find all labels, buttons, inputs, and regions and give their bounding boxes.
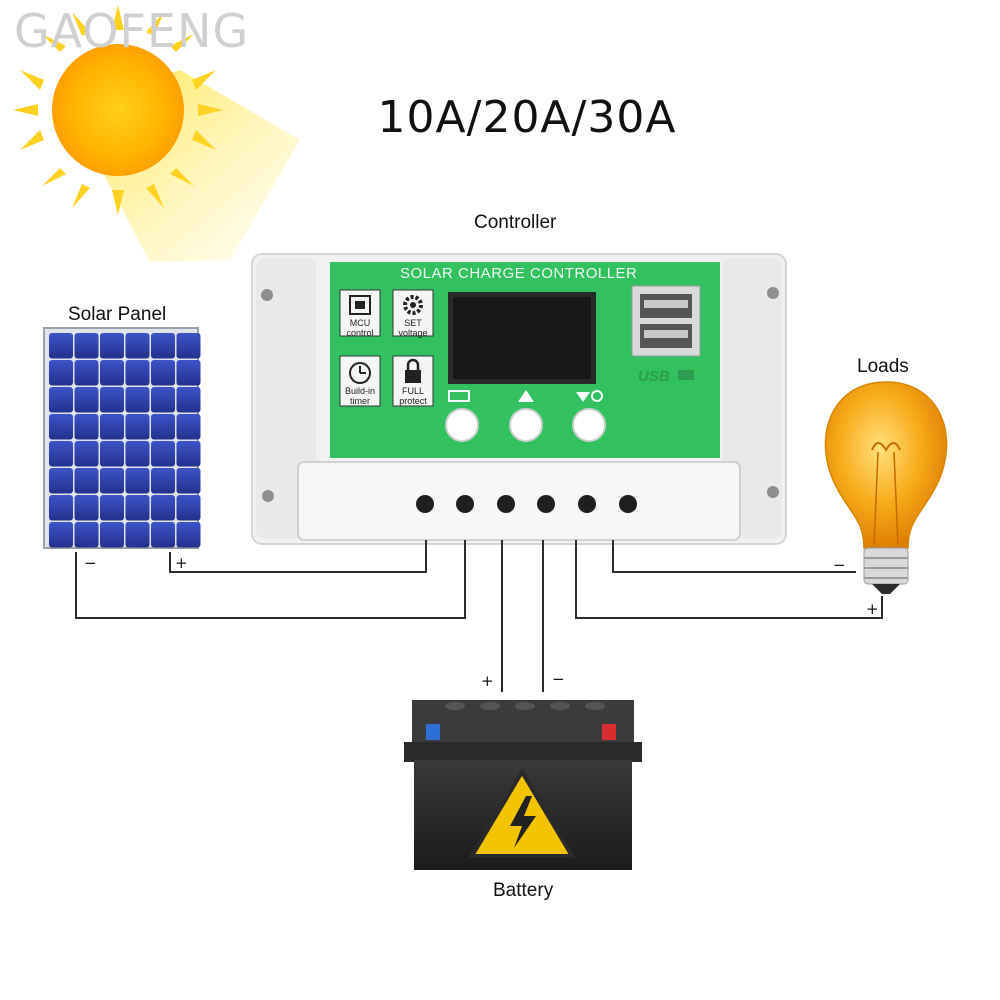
panel-minus-sign: − — [84, 554, 97, 572]
page-title: 10A/20A/30A — [377, 92, 677, 143]
solar-cell — [176, 441, 201, 467]
solar-cell — [176, 360, 201, 386]
battery-button-icon — [448, 390, 470, 402]
solar-cell — [125, 522, 150, 548]
wires — [75, 540, 883, 692]
lock-icon — [405, 358, 421, 383]
solar-cell — [151, 522, 175, 548]
solar-cell — [74, 414, 99, 440]
clock-icon — [349, 362, 371, 384]
solar-cell — [125, 360, 150, 386]
solar-cell — [74, 522, 99, 548]
solar-cell — [74, 495, 99, 521]
down-button[interactable] — [572, 408, 606, 442]
gear-icon — [403, 295, 423, 315]
solar-cell — [151, 441, 175, 467]
solar-cell — [125, 495, 150, 521]
solar-panel-label: Solar Panel — [68, 304, 167, 325]
chip-icon — [349, 295, 371, 315]
solar-cell — [74, 468, 99, 494]
usb-ports — [631, 285, 701, 380]
controller-label: Controller — [474, 212, 557, 233]
battery-button[interactable] — [445, 408, 479, 442]
solar-cell — [151, 360, 175, 386]
solar-cell — [151, 387, 175, 413]
solar-cell — [100, 387, 124, 413]
solar-cell — [49, 414, 73, 440]
solar-cell — [49, 468, 73, 494]
solar-cell — [176, 468, 201, 494]
solar-cell — [176, 495, 201, 521]
up-arrow-icon — [518, 390, 534, 402]
solar-cell — [74, 441, 99, 467]
controller-panel-title: SOLAR CHARGE CONTROLLER — [400, 265, 638, 282]
solar-cell — [100, 522, 124, 548]
solar-cell — [176, 387, 201, 413]
solar-cell — [49, 495, 73, 521]
charge-controller — [251, 253, 787, 545]
solar-cell — [49, 387, 73, 413]
battery-label: Battery — [493, 880, 554, 901]
up-button[interactable] — [509, 408, 543, 442]
battery-plus-sign: + — [481, 672, 494, 690]
solar-cell — [100, 495, 124, 521]
solar-cell — [49, 522, 73, 548]
solar-cell — [49, 360, 73, 386]
loads-label: Loads — [857, 356, 909, 377]
solar-cell — [151, 495, 175, 521]
panel-plus-sign: + — [175, 554, 188, 572]
load-plus-sign: + — [866, 600, 879, 618]
solar-cell — [151, 468, 175, 494]
battery-minus-sign: − — [552, 670, 565, 688]
solar-cell — [74, 360, 99, 386]
solar-cell — [100, 360, 124, 386]
brand-watermark: GAOFENG — [14, 4, 250, 58]
warning-icon — [468, 768, 576, 858]
solar-cell — [100, 441, 124, 467]
solar-cell — [151, 414, 175, 440]
load-minus-sign: − — [833, 556, 846, 574]
sun-icon — [13, 5, 300, 262]
down-arrow-icon — [576, 390, 603, 402]
solar-cell — [100, 414, 124, 440]
solar-cell — [125, 414, 150, 440]
solar-cell — [125, 387, 150, 413]
light-bulb-icon — [824, 381, 948, 594]
battery-icon — [404, 700, 642, 870]
solar-cell — [74, 333, 99, 359]
solar-cell — [176, 333, 201, 359]
solar-cell — [100, 333, 124, 359]
terminal-screws — [416, 495, 637, 513]
solar-cell — [125, 468, 150, 494]
solar-cell — [125, 441, 150, 467]
usb-label: USB — [638, 368, 670, 385]
solar-cell — [74, 387, 99, 413]
solar-cell — [151, 333, 175, 359]
solar-panel-icon — [43, 327, 201, 549]
solar-cell — [49, 441, 73, 467]
solar-cell — [49, 333, 73, 359]
solar-cell — [125, 333, 150, 359]
solar-cell — [176, 522, 201, 548]
solar-cell — [176, 414, 201, 440]
solar-cell — [100, 468, 124, 494]
